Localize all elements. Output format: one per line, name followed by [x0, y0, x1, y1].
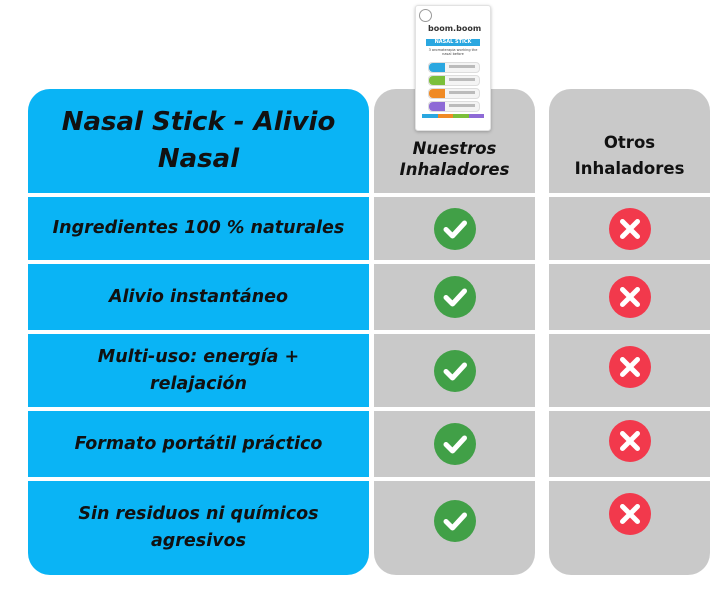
row-divider — [549, 260, 710, 264]
ours-cell-4 — [374, 411, 535, 477]
cross-icon — [608, 493, 651, 535]
feature-label: Alivio instantáneo — [108, 286, 289, 307]
others-cell-2 — [549, 264, 710, 330]
table-title-cell: Nasal Stick - Alivio Nasal — [28, 89, 369, 193]
badge-icon — [419, 9, 432, 22]
row-divider — [28, 330, 369, 334]
stick-2 — [428, 75, 480, 86]
features-column: Nasal Stick - Alivio Nasal Ingredientes … — [28, 89, 369, 575]
product-tagline: 3 aromaterapia working the nasal before — [428, 48, 478, 56]
cross-icon — [608, 346, 651, 388]
feature-label: Sin residuos ni químicos agresivos — [78, 504, 319, 551]
feature-row-3: Multi-uso: energía + relajación — [28, 334, 369, 407]
feature-row-2: Alivio instantáneo — [28, 264, 369, 330]
feature-label: Multi-uso: energía + relajación — [97, 346, 300, 394]
product-name: NASAL STICK — [426, 39, 480, 46]
row-divider — [28, 193, 369, 197]
ours-cell-5 — [374, 481, 535, 561]
feature-row-5: Sin residuos ni químicos agresivos — [28, 481, 369, 575]
product-color-bar — [422, 114, 484, 118]
ours-header-cell: Nuestros Inhaladores — [374, 125, 535, 193]
ours-cell-2 — [374, 264, 535, 330]
others-column: Otros Inhaladores — [549, 89, 710, 575]
row-divider — [28, 260, 369, 264]
feature-label: Ingredientes 100 % naturales — [52, 218, 345, 238]
row-divider — [374, 477, 535, 481]
check-icon — [433, 349, 476, 392]
row-divider — [374, 330, 535, 334]
stick-4 — [428, 101, 480, 112]
check-icon — [433, 423, 476, 465]
table-title: Nasal Stick - Alivio Nasal — [61, 107, 336, 174]
row-divider — [549, 477, 710, 481]
product-brand: boom.boom — [428, 24, 482, 33]
ours-header: Nuestros Inhaladores — [399, 139, 510, 179]
others-cell-1 — [549, 197, 710, 260]
cross-icon — [608, 276, 651, 318]
ours-column: Nuestros Inhaladores — [374, 89, 535, 575]
others-header-cell: Otros Inhaladores — [549, 119, 710, 193]
cross-icon — [608, 420, 651, 462]
others-cell-4 — [549, 411, 710, 471]
cross-icon — [608, 207, 651, 250]
check-icon — [433, 276, 476, 318]
feature-row-1: Ingredientes 100 % naturales — [28, 197, 369, 260]
row-divider — [374, 193, 535, 197]
row-divider — [374, 407, 535, 411]
check-icon — [433, 500, 476, 542]
row-divider — [549, 407, 710, 411]
check-icon — [433, 207, 476, 250]
row-divider — [549, 193, 710, 197]
product-package-image: boom.boom NASAL STICK 3 aromaterapia wor… — [415, 5, 491, 131]
others-cell-3 — [549, 334, 710, 400]
others-cell-5 — [549, 481, 710, 547]
row-divider — [549, 330, 710, 334]
ours-cell-3 — [374, 334, 535, 407]
row-divider — [374, 260, 535, 264]
ours-cell-1 — [374, 197, 535, 260]
row-divider — [28, 407, 369, 411]
others-header: Otros Inhaladores — [574, 133, 685, 178]
feature-label: Formato portátil práctico — [74, 433, 323, 454]
row-divider — [28, 477, 369, 481]
stick-3 — [428, 88, 480, 99]
stick-1 — [428, 62, 480, 73]
feature-row-4: Formato portátil práctico — [28, 411, 369, 477]
